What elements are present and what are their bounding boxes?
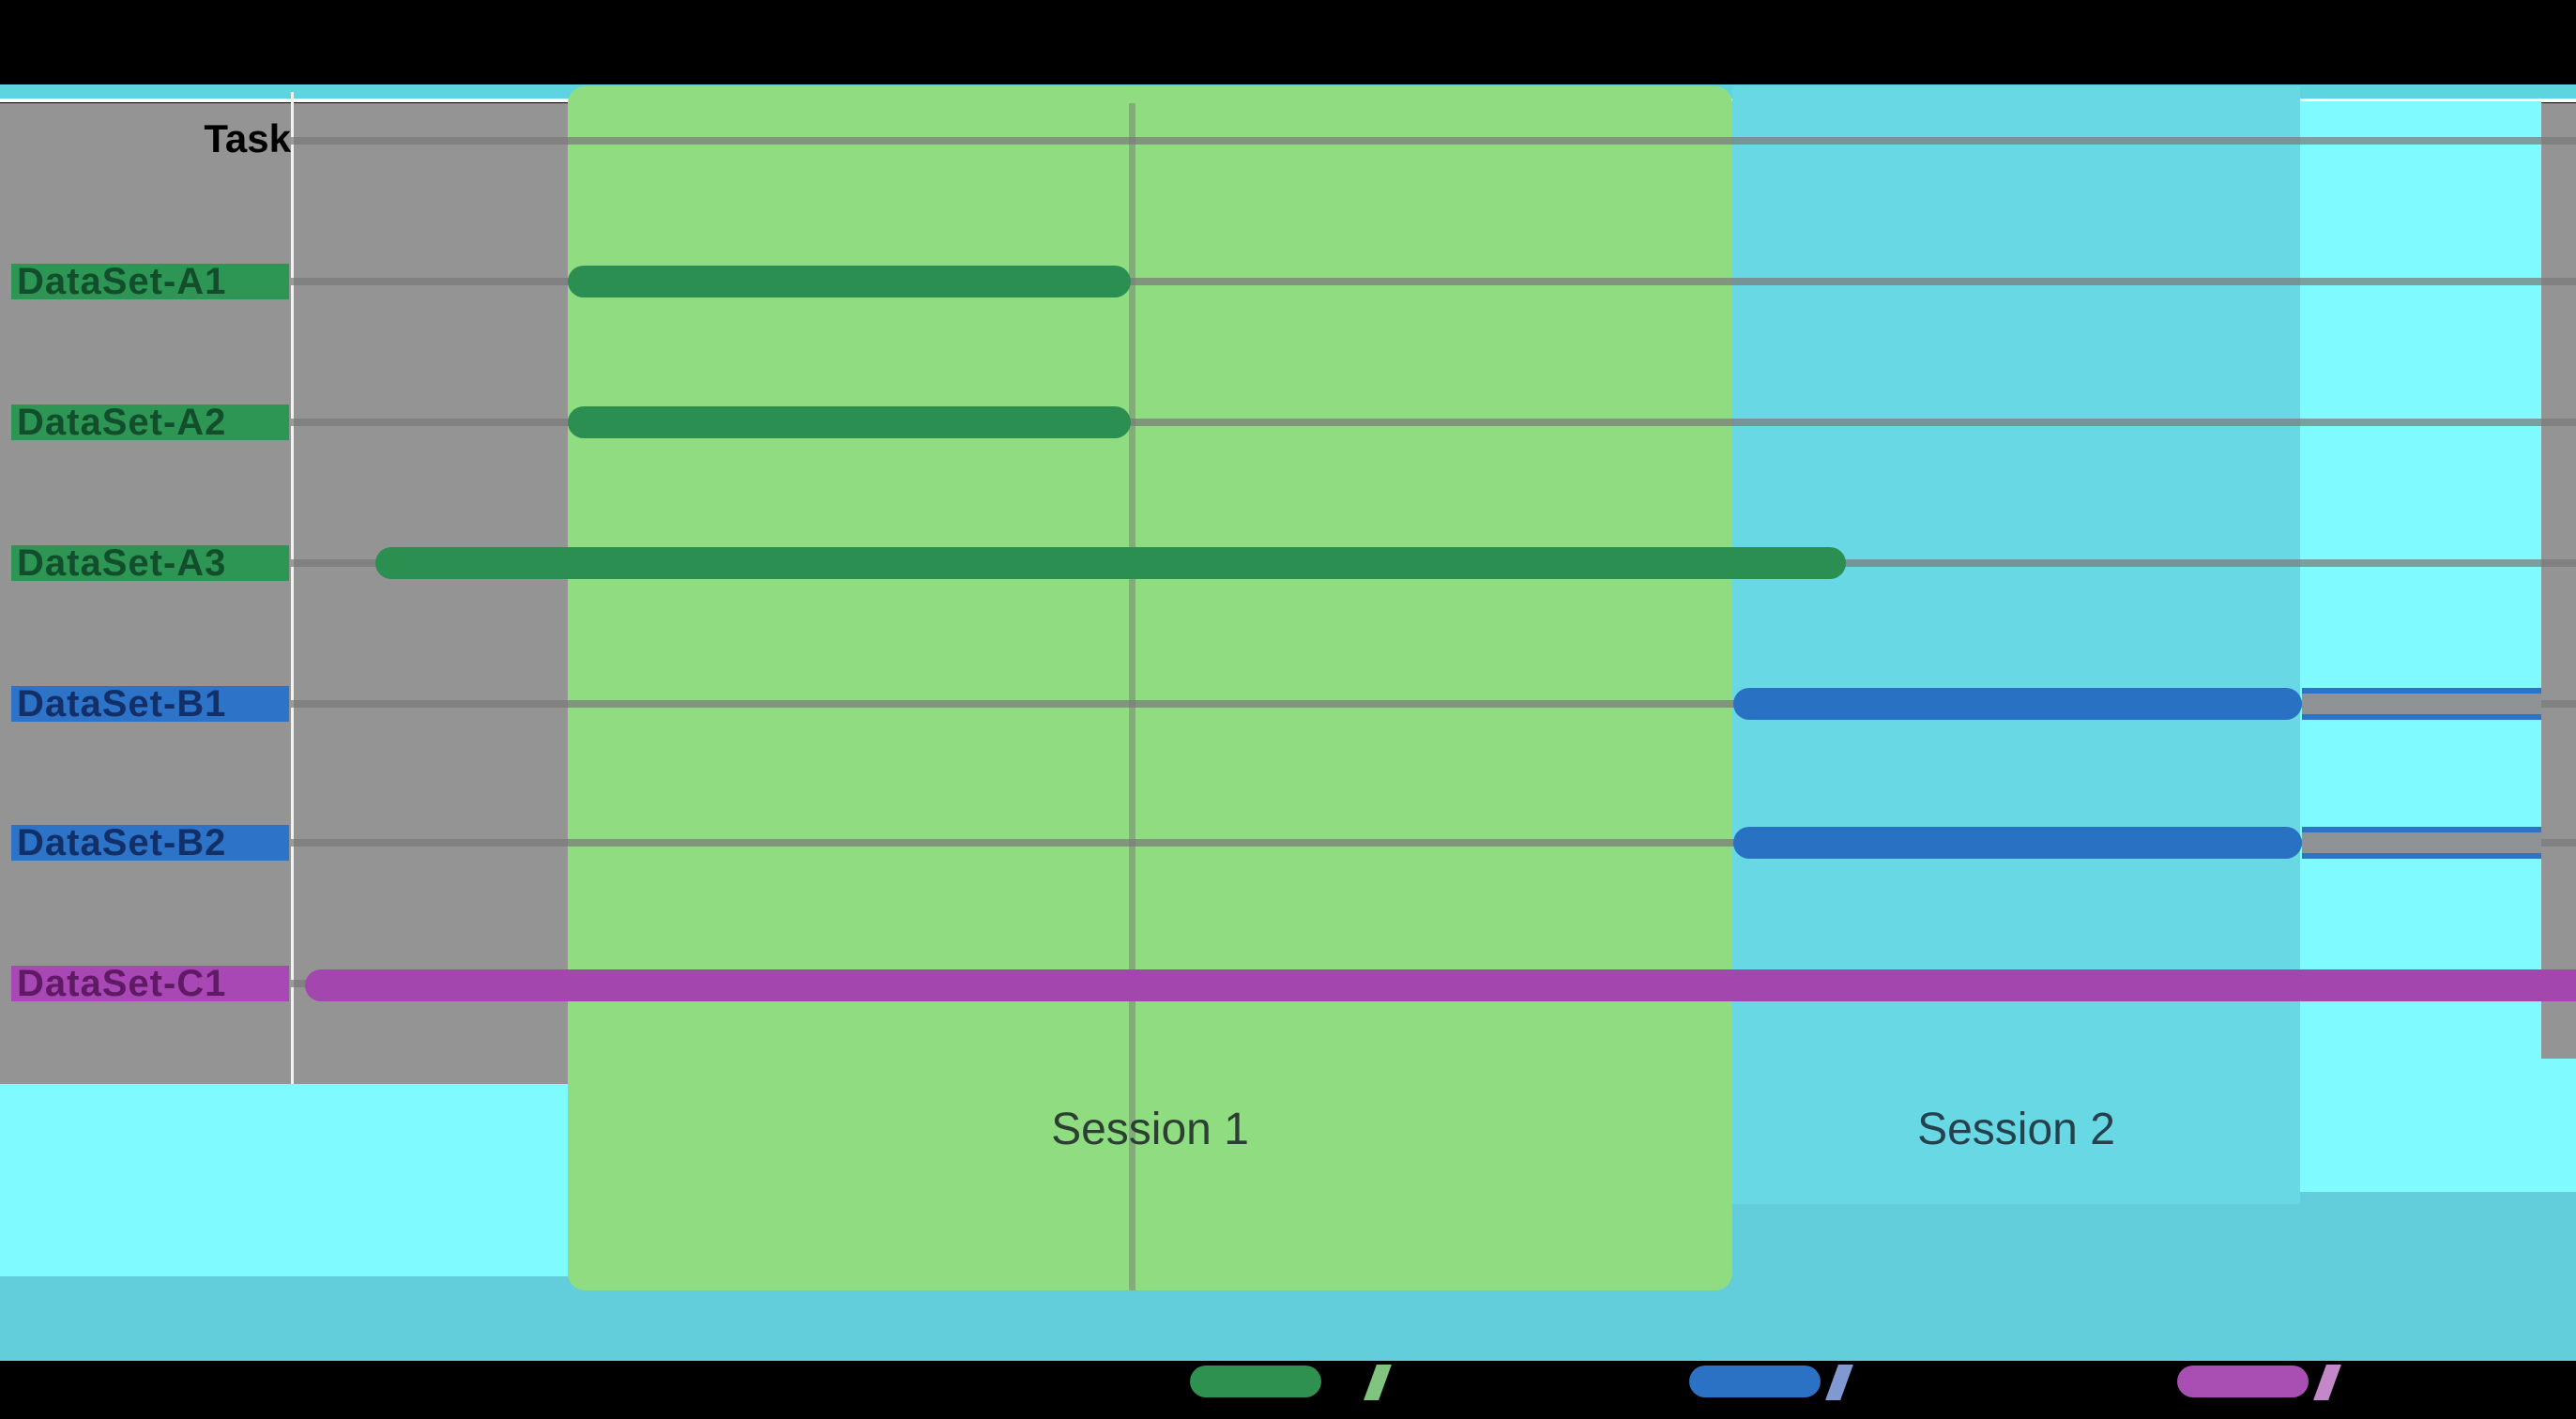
session2-caption: Session 2 (1917, 1105, 2115, 1154)
bar-dataset-b2-faint-extension (2302, 827, 2541, 859)
row-label-dataset-b2: DataSet-B2 (11, 825, 289, 861)
legend-swatch-purple (2177, 1366, 2309, 1397)
bar-dataset-b2[interactable] (1733, 827, 2302, 859)
bar-dataset-a1[interactable] (568, 266, 1131, 298)
column-title: Task (204, 116, 291, 160)
y-axis-line (291, 92, 294, 1084)
gridline (291, 839, 2576, 847)
gridline (291, 137, 2576, 145)
gridline (291, 700, 2576, 708)
row-label-dataset-b1: DataSet-B1 (11, 686, 289, 722)
bar-dataset-a2[interactable] (568, 406, 1131, 438)
bar-dataset-b1-faint-extension (2302, 688, 2541, 720)
session1-caption: Session 1 (1051, 1105, 1249, 1154)
vertical-gridline (1129, 103, 1136, 1290)
legend-slash-artifact-green (1364, 1365, 1392, 1400)
bar-dataset-c1[interactable] (305, 969, 2576, 1001)
legend-slash-artifact-purple (2313, 1365, 2341, 1400)
bar-dataset-b1[interactable] (1733, 688, 2302, 720)
row-label-dataset-a2: DataSet-A2 (11, 404, 289, 440)
bright-cyan-block-right (2300, 101, 2541, 1192)
row-label-dataset-a1: DataSet-A1 (11, 264, 289, 299)
session2-region (1732, 86, 2300, 1204)
bar-dataset-a3[interactable] (375, 547, 1846, 579)
legend-slash-artifact-blue (1825, 1365, 1853, 1400)
legend-swatch-green (1190, 1366, 1321, 1397)
row-label-dataset-a3: DataSet-A3 (11, 545, 289, 581)
bright-cyan-block-left (0, 1084, 568, 1276)
legend-swatch-blue (1689, 1366, 1821, 1397)
right-gray-column (2541, 103, 2576, 1059)
row-label-dataset-c1: DataSet-C1 (11, 966, 289, 1001)
bright-cyan-block-right-ext (2541, 1059, 2576, 1192)
gridline (291, 419, 2576, 426)
gridline (291, 278, 2576, 285)
